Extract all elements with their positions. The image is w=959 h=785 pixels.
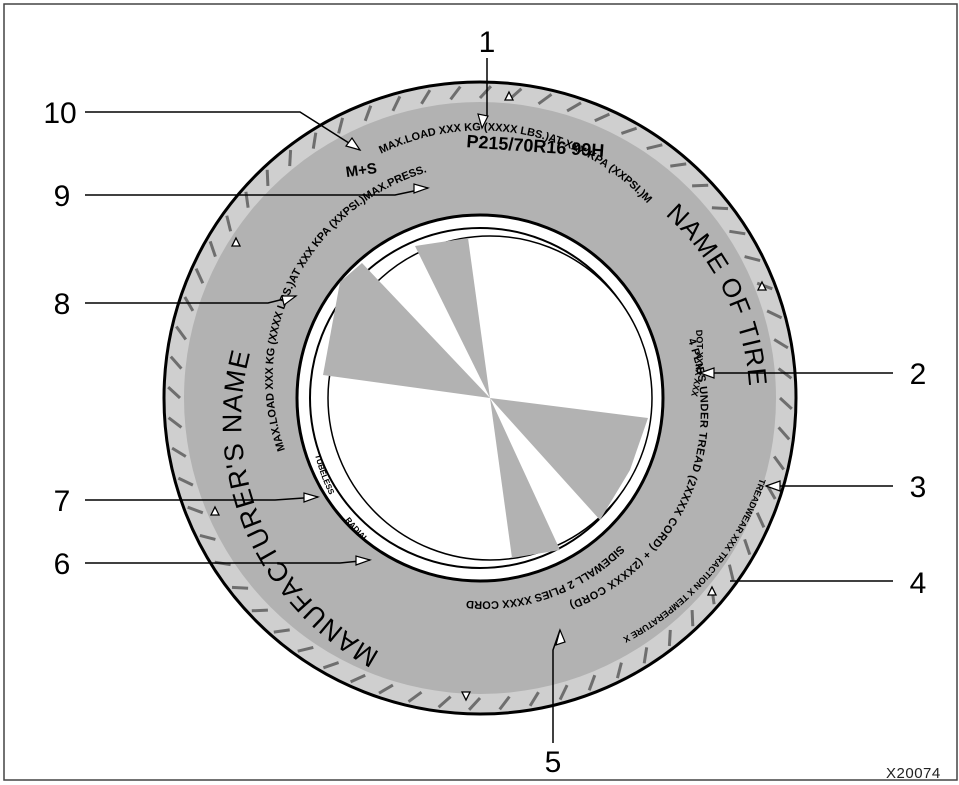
tread-mark [566,101,582,113]
tread-mark [777,426,791,441]
tread-mark [729,229,746,236]
tread-mark [711,206,729,211]
twi-bottom-icon [460,691,472,702]
tread-mark [756,281,773,291]
tread-mark [378,683,394,695]
arrow-6-icon [355,555,372,566]
leader-arrows [281,113,781,646]
tread-mark [311,132,318,149]
tread-mark [778,396,793,411]
tread-mark [743,538,752,556]
tread-mark [528,691,540,707]
tread-mark [537,93,553,106]
tread-marks [167,85,793,711]
callout-numbers: 1 2 3 4 5 6 7 8 9 10 [43,26,926,779]
wheel-shading [323,238,648,558]
tread-mark [273,628,290,634]
tread-mark [199,533,216,541]
tread-mark [175,325,188,341]
figure-code: X20074 [886,765,941,782]
mud-snow-text: M+S [345,160,378,181]
twi-upper-left-icon [230,236,242,247]
tread-mark [437,695,452,709]
tread-mark [772,455,785,471]
tread-mark [467,696,482,711]
figure-border [3,3,958,781]
leader-10 [85,111,361,151]
tread-mark [449,85,462,101]
callout-9: 9 [54,180,71,213]
tread-mark [177,476,194,487]
tread-mark [251,608,268,613]
tread-mark [498,695,511,711]
twi-lower-right-icon [706,585,718,596]
wheel-wedge-right [490,398,648,520]
tread-mark [670,162,687,168]
arrow-5-icon [555,628,566,646]
tread-mark [288,149,293,167]
tread-mark [337,117,345,134]
tread-mark [265,169,270,186]
tread-mark [169,355,183,370]
tread-mark [322,661,340,670]
callout-4: 4 [910,567,927,600]
twi-top-icon [503,90,515,101]
tread-mark [297,645,314,653]
tread-mark [231,585,249,590]
callout-1: 1 [479,26,496,59]
tread-mark [208,240,217,258]
tread-mark [349,673,366,684]
callout-3: 3 [910,471,927,504]
callout-7: 7 [54,485,71,518]
tread-mark [667,629,672,647]
tread-mark [692,183,709,188]
tread-mark [558,684,569,701]
tread-wear-indicators [209,90,768,702]
tread-mark [690,610,695,627]
tread-mark [478,85,493,100]
tread-mark [744,255,761,263]
arrow-10-icon [344,136,362,152]
callout-6: 6 [54,548,71,581]
callout-10: 10 [43,97,76,130]
twi-right-icon [756,280,768,291]
tread-mark [187,505,204,515]
tread-mark [183,296,195,312]
twi-left-icon [209,505,221,516]
tread-mark [766,309,783,320]
tread-mark [727,564,735,581]
tread-mark [225,215,233,232]
arrow-1-icon [477,113,489,130]
tread-mark [363,105,373,122]
tread-mark [194,267,205,284]
tread-mark [646,143,663,151]
tread-mark [594,112,611,123]
tread-mark [167,385,182,400]
wheel-wedge-upper-left [323,263,490,398]
tread-mark [587,674,597,691]
tread-mark [407,690,423,703]
tread-mark [773,338,789,350]
tire [162,80,798,716]
arrow-3-icon [764,480,781,492]
wheel-wedge-top [415,238,490,398]
tread-mark [391,95,402,112]
arrow-8-icon [281,295,298,307]
tread-mark [755,512,766,529]
tread-mark [167,416,183,429]
arrow-2-icon [698,367,715,379]
tread-mark [171,446,187,458]
tread-mark [642,647,649,664]
callout-8: 8 [54,288,71,321]
wheel-wedge-bottom [490,398,560,558]
arrow-7-icon [303,492,320,503]
callout-2: 2 [910,358,927,391]
tread-mark [420,89,432,105]
tread-mark [615,662,623,679]
arrow-9-icon [413,183,430,194]
tread-mark [620,126,638,135]
callout-5: 5 [545,746,562,779]
